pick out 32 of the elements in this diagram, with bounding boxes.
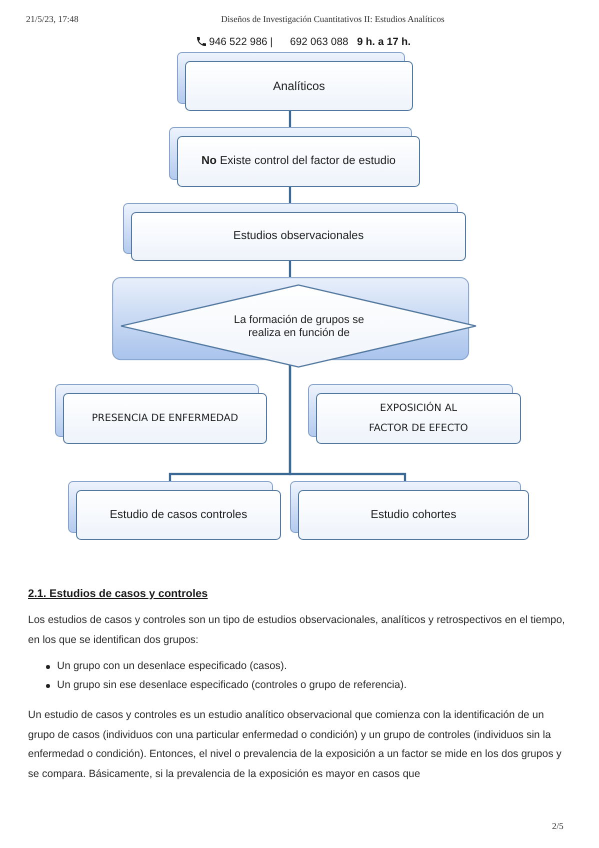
phone-number: 946 522 986	[209, 35, 268, 49]
process-box	[177, 52, 413, 111]
node-text: La formación de grupos se realiza en función de	[232, 314, 366, 340]
phone-number: 692 063 088	[290, 35, 348, 49]
node-text: Estudio de casos controles	[110, 508, 248, 522]
separator: |	[270, 35, 273, 49]
process-box	[68, 481, 281, 540]
print-date: 21/5/23, 17:48	[26, 13, 79, 25]
process-box	[55, 384, 267, 444]
page-number: 2/5	[552, 820, 564, 832]
process-box	[169, 127, 420, 187]
list-item: Un grupo sin ese desenlace especificado (controles o grupo de referencia).	[57, 678, 408, 693]
paragraph: Los estudios de casos y controles son un tipo de estudios observacionales, analíticos y retrospectivos en el tiempo, en los que se identifican dos grupos:	[28, 613, 566, 648]
connector-line	[288, 364, 406, 481]
opening-hours: 9 h. a 17 h.	[357, 35, 411, 49]
list-item: Un grupo con un desenlace especificado (casos).	[57, 659, 288, 674]
process-box	[123, 203, 466, 261]
section-heading: 2.1. Estudios de casos y controles	[28, 587, 208, 602]
decision-diamond	[112, 277, 477, 368]
node-text: EXPOSICIÓN AL FACTOR DE EFECTO	[368, 400, 470, 436]
node-text: No Existe control del factor de estudio	[201, 154, 396, 169]
node-text: Estudios observacionales	[233, 229, 364, 244]
paragraph: Un estudio de casos y controles es un estudio analítico observacional que comienza con la identificación de un grupo de casos (individuos con una particular enfermedad o condición) y un grupo de controles (individuos sin la enfermedad o condición). Entonces, el nivel o prevalencia de la exposición a un factor se mide en los dos grupos y se compara. Básicamente, si la prevalencia de la exposición es mayor en casos que	[28, 708, 562, 782]
connector-line	[288, 111, 292, 127]
node-text: Estudio cohortes	[370, 508, 456, 522]
node-text: Analíticos	[272, 78, 326, 94]
page-title: Diseños de Investigación Cuantitativos II: Estudios Analíticos	[221, 13, 444, 25]
process-box	[290, 481, 529, 540]
connector-line	[288, 187, 292, 203]
connector-line	[288, 261, 292, 277]
process-box	[308, 384, 521, 444]
node-text: PRESENCIA DE ENFERMEDAD	[92, 412, 238, 426]
